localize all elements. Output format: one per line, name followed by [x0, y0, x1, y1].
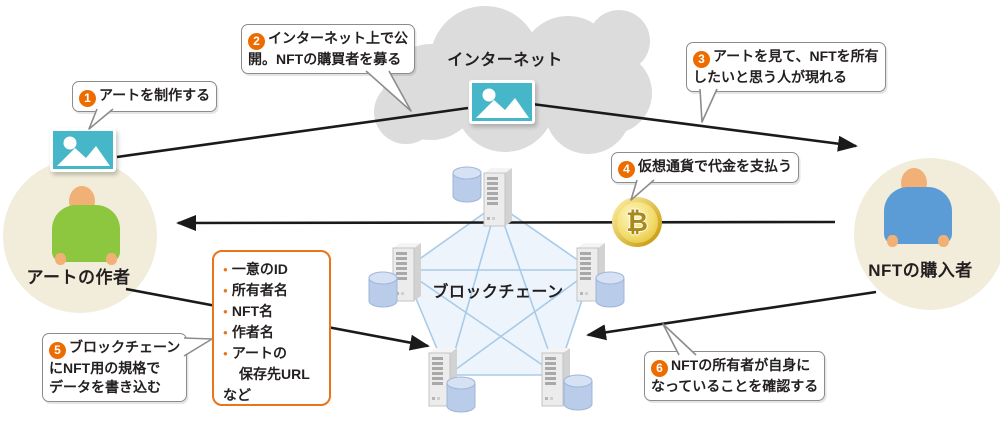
callout-line: データを書き込む: [49, 379, 161, 395]
art-image-icon: [53, 131, 113, 169]
callout-tail: [183, 337, 213, 357]
artwork-icon: [50, 128, 116, 172]
nft-metadata-item: 所有者名: [223, 280, 325, 301]
callout-tail: [88, 108, 114, 130]
step-number-badge: 3: [693, 51, 710, 68]
step-number-badge: 2: [248, 33, 265, 50]
creator-label: アートの作者: [26, 268, 131, 287]
nft-metadata-box: 一意のID 所有者名 NFT名 作者名 アートの 保存先URL など: [212, 250, 331, 406]
callout-line: したいと思う人が現れる: [693, 69, 847, 85]
buyer-figure: [884, 187, 952, 244]
database-icon: [368, 271, 398, 309]
creator-figure: [52, 205, 120, 262]
database-icon: [452, 166, 482, 204]
published-artwork-icon: [469, 80, 535, 124]
buyer-label: NFTの購入者: [868, 261, 973, 280]
database-icon: [446, 376, 476, 414]
blockchain-label: ブロックチェーン: [432, 284, 564, 301]
step-number-badge: 1: [79, 90, 96, 107]
database-icon: [563, 374, 593, 412]
server-icon: [479, 165, 517, 229]
callout-line: 開。NFTの購買者を募る: [248, 51, 402, 67]
creator-hand: [106, 253, 117, 265]
arrow-buyer-to-blockchain: [586, 290, 877, 341]
nft-metadata-item: 作者名: [223, 322, 325, 343]
cloud-puff: [374, 80, 438, 144]
bitcoin-glyph: ₿: [625, 206, 648, 238]
callout-line: なっていることを確認する: [651, 378, 819, 394]
step-number-badge: 5: [49, 342, 66, 359]
callout-tail: [699, 88, 718, 123]
database-icon: [595, 271, 625, 309]
internet-label: インターネット: [447, 52, 563, 69]
nft-metadata-item: NFT名: [223, 301, 325, 322]
bitcoin-coin-inner: ₿: [616, 201, 658, 243]
art-image-icon: [472, 83, 532, 121]
nft-metadata-item-sub: 保存先URL: [239, 366, 310, 382]
callout-line: にNFT用の規格で: [49, 360, 161, 376]
nft-metadata-item: アートの: [223, 343, 325, 364]
creator-hand: [55, 253, 66, 265]
bitcoin-coin-icon: ₿: [612, 197, 662, 247]
nft-metadata-footer: など: [223, 387, 251, 403]
step-number-badge: 6: [651, 360, 668, 377]
nft-metadata-item: 一意のID: [223, 259, 325, 280]
nft-metadata-list: 一意のID 所有者名 NFT名 作者名 アートの 保存先URL など: [223, 259, 325, 406]
buyer-hand: [938, 235, 949, 247]
step-number-badge: 4: [618, 161, 635, 178]
cloud-puff: [545, 68, 631, 154]
buyer-hand: [887, 235, 898, 247]
